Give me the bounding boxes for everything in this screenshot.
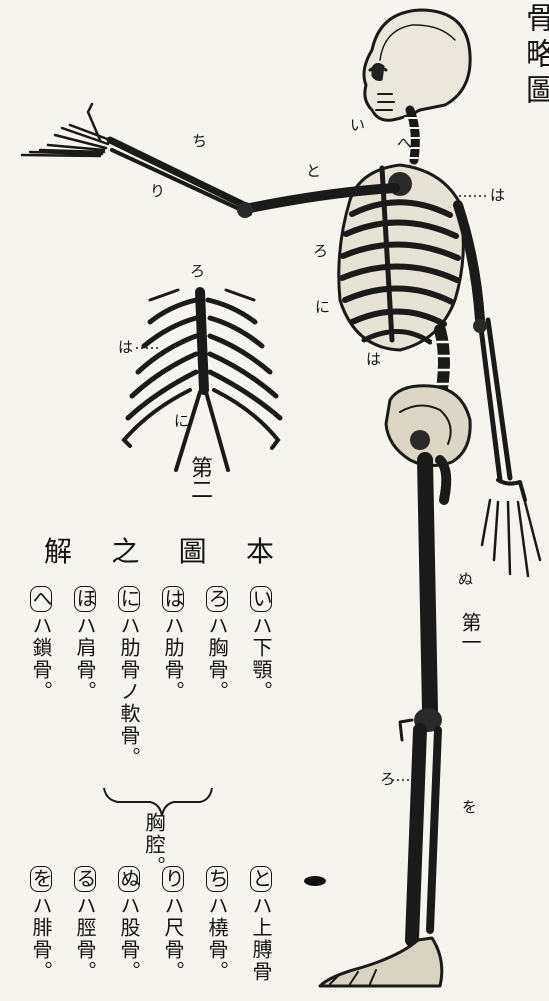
marker-chi: ち xyxy=(192,134,207,149)
sternum-figure xyxy=(124,290,280,470)
marker-he: へ xyxy=(397,136,412,151)
marker-ri: り xyxy=(150,184,165,199)
legend-entry-text: ハ腓骨。 xyxy=(29,895,53,983)
legend-heading-text: 本圖之解 xyxy=(44,530,274,570)
fig2-marker-ro: ろ xyxy=(190,264,205,279)
legend-entry-text: ハ鎖骨。 xyxy=(29,615,53,703)
legend-entry-mark: ほ xyxy=(74,586,96,612)
legend-entry: るハ脛骨。 xyxy=(66,866,96,1001)
legend-entry-mark: に xyxy=(118,586,140,612)
legend-entry: とハ上膊骨 xyxy=(242,866,272,1001)
marker-ha-right: は xyxy=(490,188,505,203)
legend-entry: はハ肋骨。 xyxy=(154,586,184,806)
legend-entry-mark: ぬ xyxy=(118,866,140,892)
legend-entry: ほハ肩骨。 xyxy=(66,586,96,806)
legend-lower-column-group: とハ上膊骨ちハ橈骨。りハ尺骨。ぬハ股骨。るハ脛骨。をハ腓骨。 xyxy=(0,866,272,1001)
figure2-label: 第二 xyxy=(188,456,210,500)
page-title: 骨略圖 xyxy=(522,2,549,110)
legend-entry-mark: へ xyxy=(30,586,52,612)
legend-entry-mark: ろ xyxy=(206,586,228,612)
legend-entry-mark: い xyxy=(250,586,272,612)
marker-wo: を xyxy=(462,800,477,815)
legend-entry-text: ハ股骨。 xyxy=(117,895,141,983)
marker-ro-leg: ろ xyxy=(380,772,395,787)
legend-heading: 本圖之解 xyxy=(44,530,274,570)
legend-entry-mark: を xyxy=(30,866,52,892)
legend-entry-text: ハ脛骨。 xyxy=(73,895,97,983)
marker-nu: ぬ xyxy=(458,572,473,587)
legs xyxy=(320,460,446,986)
legend-entry-mark: る xyxy=(74,866,96,892)
skull xyxy=(364,10,470,120)
marker-ro-chest: ろ xyxy=(313,244,328,259)
marker-ha-low: は xyxy=(366,352,381,367)
legend-entry-text: ハ尺骨。 xyxy=(161,895,185,983)
ink-blot xyxy=(304,876,326,886)
legend-entry: へハ鎖骨。 xyxy=(22,586,52,806)
legend-entry: にハ肋骨ノ軟骨。 xyxy=(110,586,140,806)
legend-entry: ちハ橈骨。 xyxy=(198,866,228,1001)
legend-entry-mark: ち xyxy=(206,866,228,892)
figure1-label: 第一 xyxy=(460,612,480,652)
legend-entry: ぬハ股骨。 xyxy=(110,866,140,1001)
legend-entry: をハ腓骨。 xyxy=(22,866,52,1001)
fig2-marker-ni: に xyxy=(174,414,189,429)
legend-entry: いハ下顎。 xyxy=(242,586,272,806)
fig2-marker-ha: は xyxy=(118,340,133,355)
legend-entry-text: ハ胸骨。 xyxy=(205,615,229,703)
legend-entry: りハ尺骨。 xyxy=(154,866,184,1001)
legend-upper-column-group: いハ下顎。ろハ胸骨。はハ肋骨。にハ肋骨ノ軟骨。ほハ肩骨。へハ鎖骨。 xyxy=(0,586,272,806)
legend-entry-mark: と xyxy=(250,866,272,892)
legend-heading-char: 解 xyxy=(44,530,72,570)
legend-heading-char: 圖 xyxy=(179,530,207,570)
legend-heading-char: 之 xyxy=(111,530,139,570)
legend-entry-mark: り xyxy=(162,866,184,892)
legend-entry-text: ハ肋骨ノ軟骨。 xyxy=(117,615,141,769)
legend-entry-text: ハ肋骨。 xyxy=(161,615,185,703)
marker-i: い xyxy=(350,118,365,133)
legend-entry-mark: は xyxy=(162,586,184,612)
legend-heading-char: 本 xyxy=(246,530,274,570)
legend-entry-text: ハ下顎。 xyxy=(249,615,273,703)
legend-entry: ろハ胸骨。 xyxy=(198,586,228,806)
legend-entry-text: ハ上膊骨 xyxy=(249,895,273,983)
right-arm xyxy=(458,205,540,576)
legend-entry-text: ハ橈骨。 xyxy=(205,895,229,983)
legend-entry-text: ハ肩骨。 xyxy=(73,615,97,703)
marker-ni-chest: に xyxy=(315,300,330,315)
marker-to: と xyxy=(306,164,321,179)
